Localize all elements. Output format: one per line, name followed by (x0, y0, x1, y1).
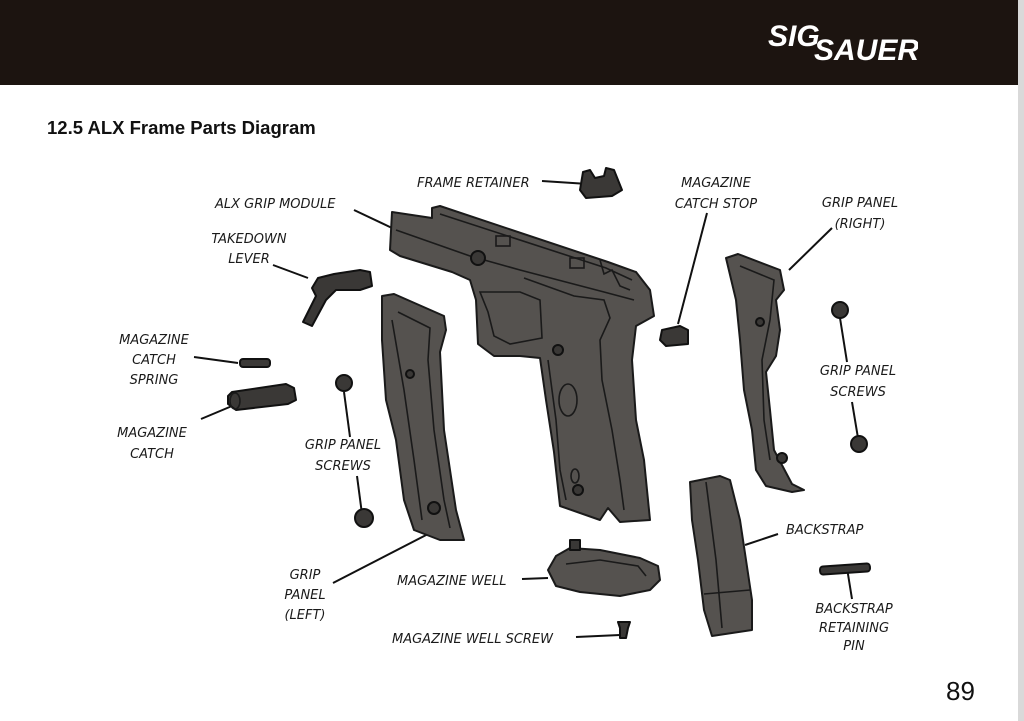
label-alx-grip-module: ALX GRIP MODULE (214, 197, 336, 212)
label-grip-panel-right: GRIP PANEL (RIGHT) (822, 196, 898, 232)
svg-text:PIN: PIN (843, 639, 865, 654)
svg-text:TAKEDOWN: TAKEDOWN (211, 232, 286, 247)
svg-text:(RIGHT): (RIGHT) (835, 217, 886, 232)
backstrap-retaining-pin-part (818, 562, 872, 576)
svg-text:MAGAZINE: MAGAZINE (681, 176, 752, 191)
page-number: 89 (946, 676, 975, 706)
label-magazine-catch: MAGAZINE CATCH (117, 426, 188, 462)
svg-text:PANEL: PANEL (284, 588, 325, 603)
svg-text:MAGAZINE: MAGAZINE (117, 426, 188, 441)
svg-text:GRIP PANEL: GRIP PANEL (305, 438, 381, 453)
frame-retainer-part (579, 167, 623, 199)
magazine-catch-stop-part (659, 325, 689, 347)
label-magazine-catch-spring: MAGAZINE CATCH SPRING (119, 333, 190, 388)
svg-text:RETAINING: RETAINING (819, 621, 889, 636)
magazine-well-screw-part (617, 621, 631, 639)
label-frame-retainer: FRAME RETAINER (417, 176, 530, 191)
svg-text:SPRING: SPRING (130, 373, 179, 388)
svg-text:BACKSTRAP: BACKSTRAP (786, 523, 864, 538)
grip-panel-right-part (725, 253, 805, 493)
label-grip-panel-left: GRIP PANEL (LEFT) (284, 568, 325, 623)
page-edge (1018, 0, 1024, 721)
label-backstrap-retaining-pin: BACKSTRAP RETAINING PIN (815, 602, 893, 654)
header-bar (0, 0, 1018, 85)
backstrap-part (689, 475, 753, 637)
label-magazine-well-screw: MAGAZINE WELL SCREW (392, 632, 554, 647)
magazine-well-part (547, 539, 661, 597)
grip-panel-screw-right-top (831, 301, 849, 319)
svg-text:CATCH: CATCH (132, 353, 176, 368)
takedown-lever-part (302, 269, 373, 327)
grip-panel-screw-left-top (335, 374, 353, 392)
page-title: 12.5 ALX Frame Parts Diagram (47, 117, 316, 138)
label-magazine-well: MAGAZINE WELL (397, 574, 506, 589)
sig-sauer-logo: SIG SAUER (768, 20, 918, 64)
svg-text:CATCH: CATCH (130, 447, 174, 462)
svg-text:GRIP: GRIP (290, 568, 321, 583)
label-magazine-catch-stop: MAGAZINE CATCH STOP (675, 176, 757, 212)
magazine-catch-part (227, 383, 297, 411)
alx-grip-module-part (389, 205, 655, 523)
svg-text:BACKSTRAP: BACKSTRAP (815, 602, 893, 617)
svg-text:CATCH STOP: CATCH STOP (675, 197, 757, 212)
svg-text:FRAME RETAINER: FRAME RETAINER (417, 176, 530, 191)
grip-panel-screw-left-bottom (354, 508, 374, 528)
label-backstrap: BACKSTRAP (786, 523, 864, 538)
label-grip-panel-screws-right: GRIP PANEL SCREWS (820, 364, 896, 400)
logo-sig: SIG (768, 20, 820, 53)
svg-text:ALX GRIP MODULE: ALX GRIP MODULE (214, 197, 336, 212)
grip-panel-left-part (381, 293, 465, 541)
logo-sauer: SAUER (814, 34, 918, 64)
svg-text:LEVER: LEVER (228, 252, 270, 267)
svg-text:MAGAZINE WELL SCREW: MAGAZINE WELL SCREW (392, 632, 554, 647)
label-takedown-lever: TAKEDOWN LEVER (211, 232, 286, 267)
grip-panel-screw-right-bottom (850, 435, 868, 453)
svg-text:MAGAZINE: MAGAZINE (119, 333, 190, 348)
svg-text:GRIP PANEL: GRIP PANEL (820, 364, 896, 379)
label-grip-panel-screws-left: GRIP PANEL SCREWS (305, 438, 381, 474)
magazine-catch-spring-part (239, 358, 271, 368)
svg-text:MAGAZINE WELL: MAGAZINE WELL (397, 574, 506, 589)
svg-text:SCREWS: SCREWS (830, 385, 886, 400)
svg-text:(LEFT): (LEFT) (284, 608, 325, 623)
svg-text:SCREWS: SCREWS (315, 459, 371, 474)
svg-text:GRIP PANEL: GRIP PANEL (822, 196, 898, 211)
